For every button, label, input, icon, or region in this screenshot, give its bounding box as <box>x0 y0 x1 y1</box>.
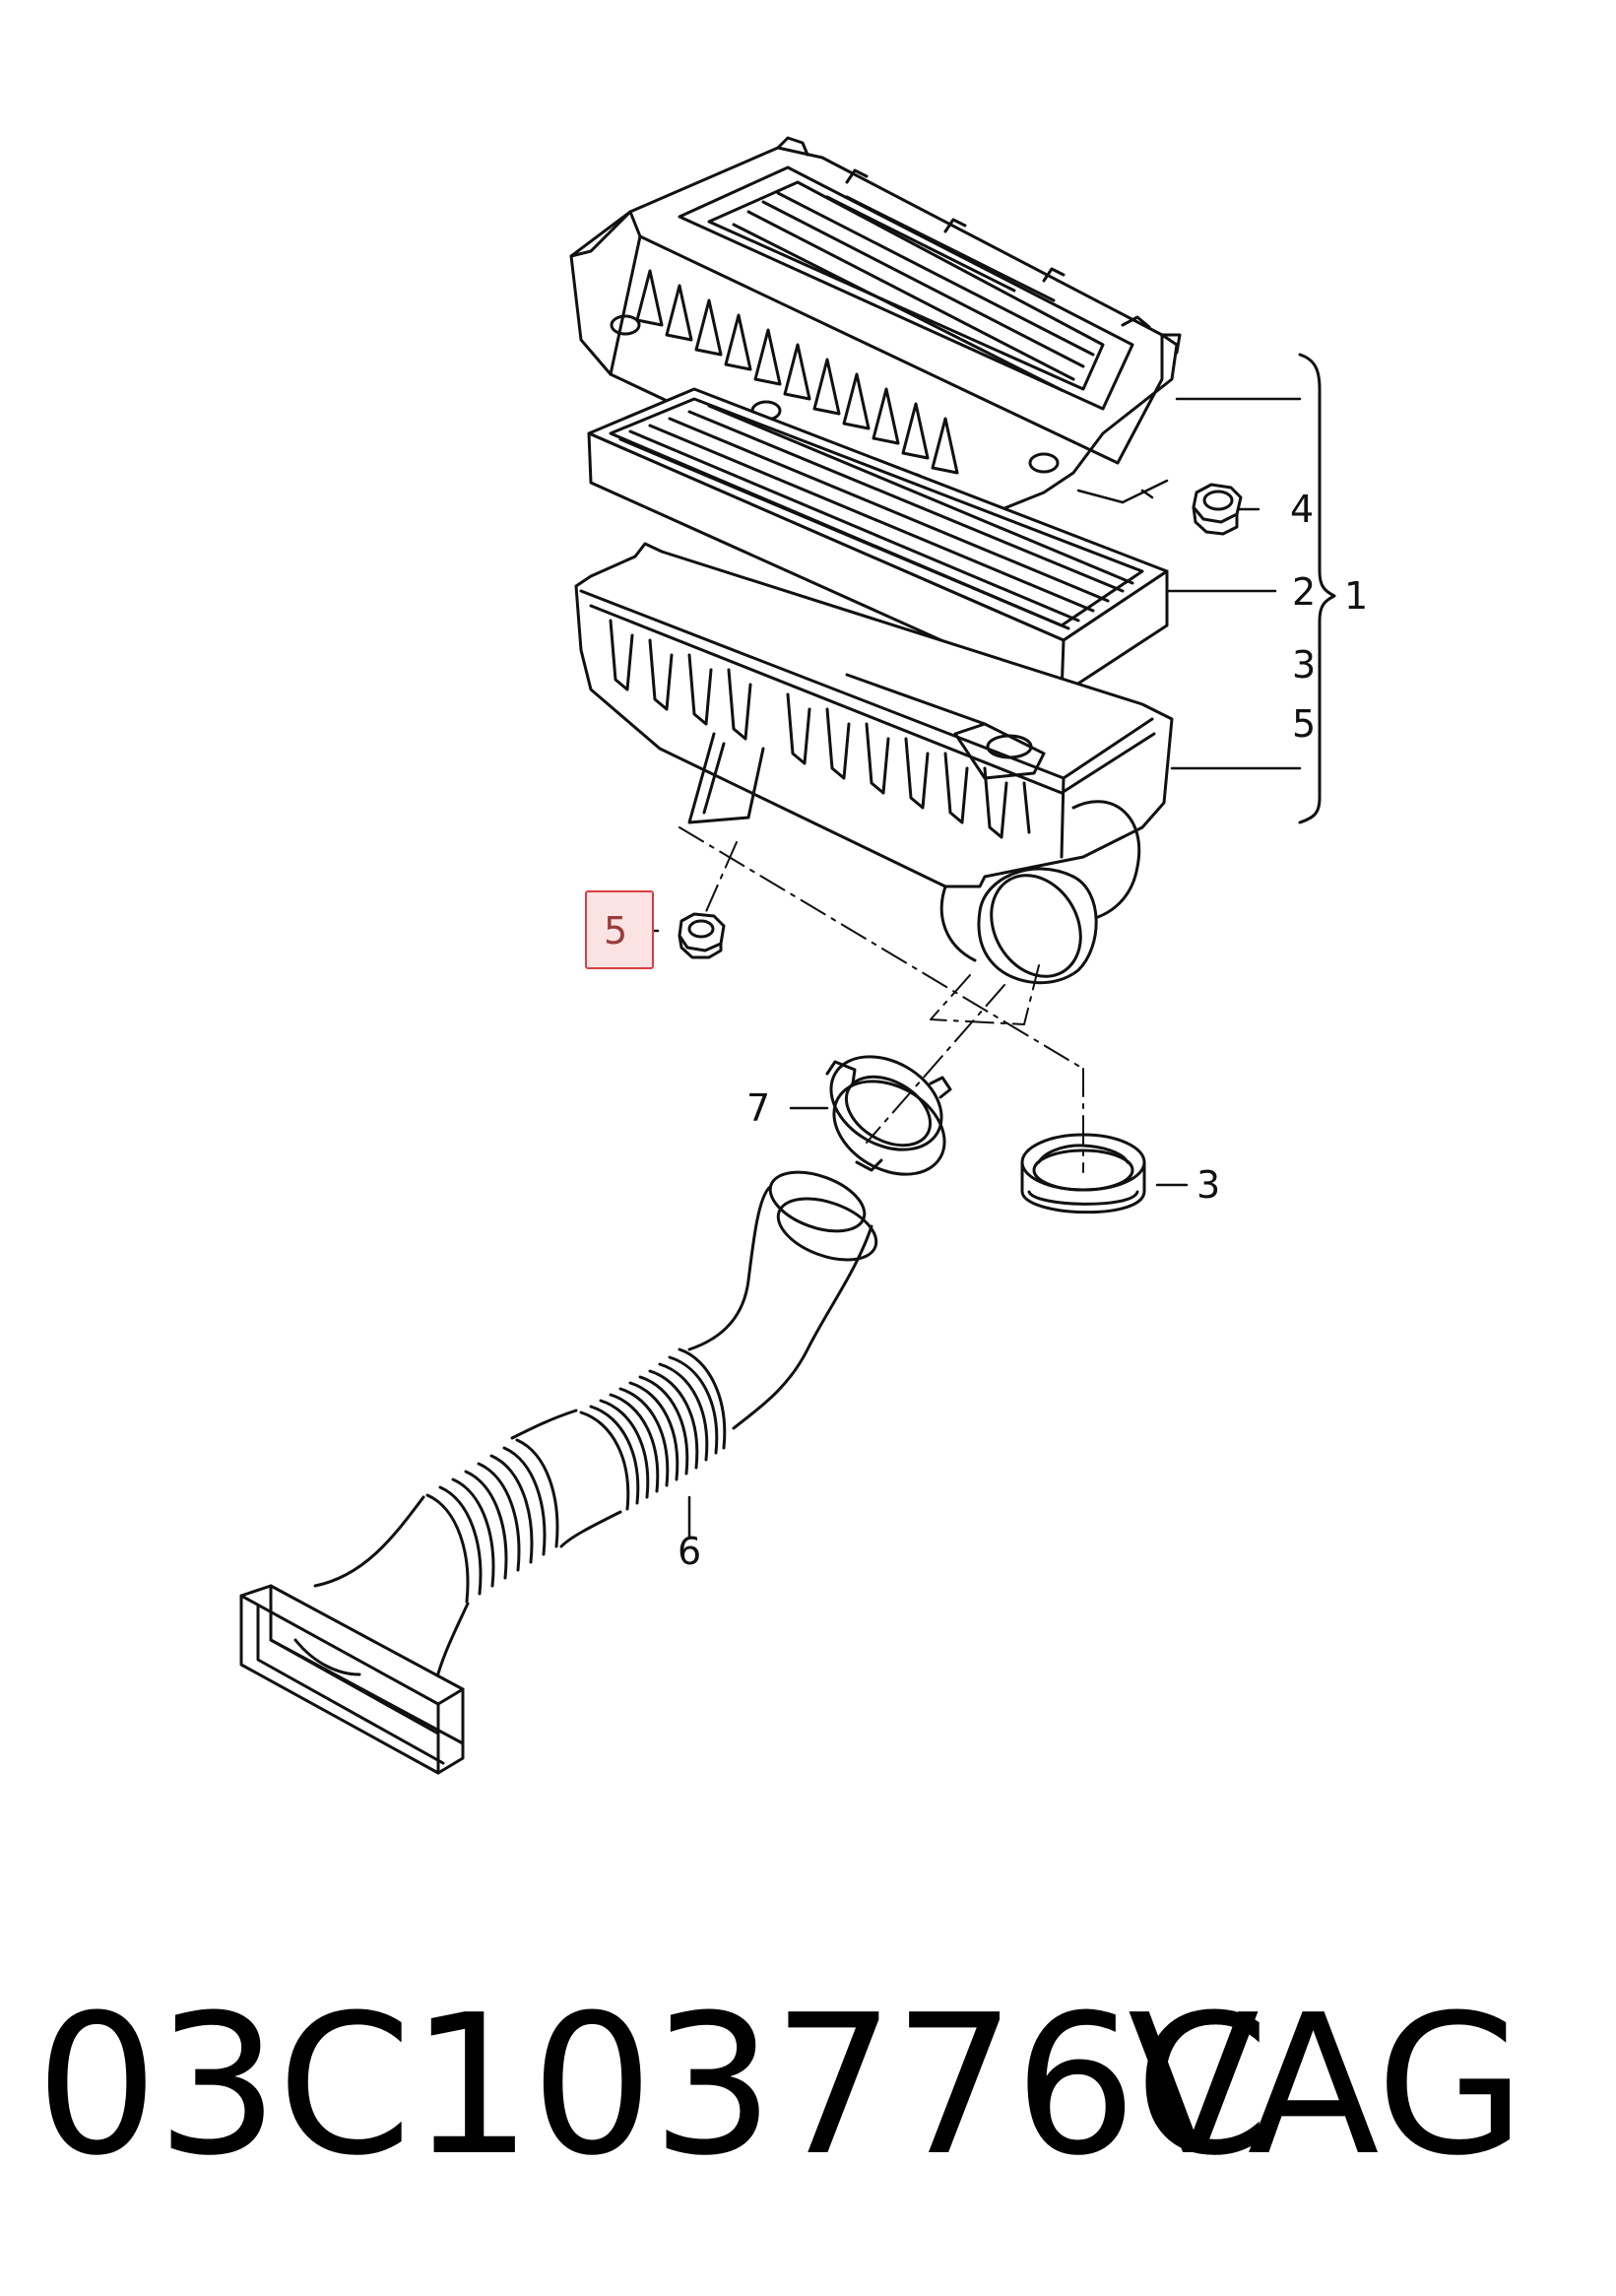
filter-element-icon <box>587 387 1169 696</box>
part-number-caption: 03C103776C <box>35 1974 1269 2198</box>
callout-2: 2 <box>1292 570 1316 614</box>
lower-housing-icon <box>574 542 1174 985</box>
highlight-box <box>585 890 654 969</box>
intake-hose-6-icon <box>239 1170 878 1775</box>
upper-housing-icon <box>569 136 1182 534</box>
callout-5-highlighted: 5 <box>604 909 627 952</box>
callout-5-bracket: 5 <box>1292 702 1316 746</box>
assembly-lines <box>679 826 1084 1173</box>
callout-3-bracket: 3 <box>1292 643 1316 687</box>
callout-6: 6 <box>678 1530 701 1573</box>
callout-1: 1 <box>1344 574 1368 618</box>
group-bracket <box>1298 353 1336 824</box>
hose-clamp-7-icon <box>825 1055 952 1176</box>
seal-3-icon <box>1020 1133 1146 1214</box>
callout-3-seal: 3 <box>1196 1163 1220 1207</box>
callout-4: 4 <box>1290 488 1314 531</box>
callout-7: 7 <box>746 1086 770 1130</box>
nut-4-icon <box>1192 483 1243 536</box>
nut-5-icon <box>678 912 726 959</box>
brand-caption: VAG <box>1128 1974 1526 2198</box>
